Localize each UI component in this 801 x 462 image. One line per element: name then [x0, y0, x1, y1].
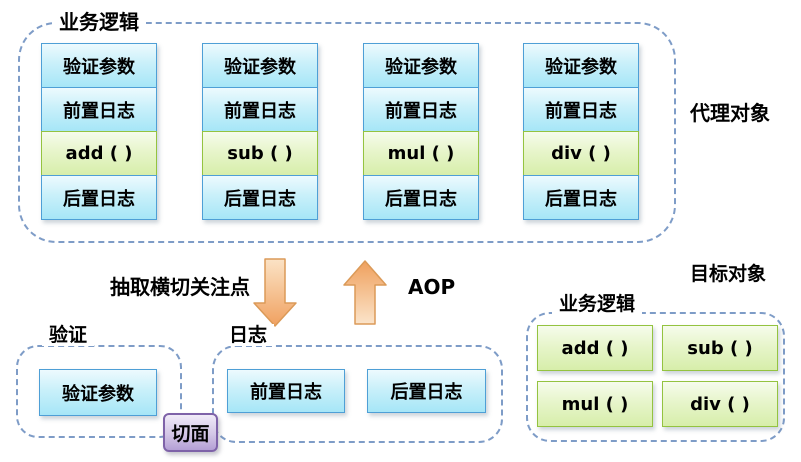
aop-label: AOP [408, 275, 456, 299]
validation-group [16, 345, 182, 438]
proxy-group-label: 业务逻辑 [52, 11, 146, 33]
cell-mul-method: mul ( ) [363, 131, 479, 176]
target-sub-box: sub ( ) [662, 325, 778, 371]
validation-params-box: 验证参数 [39, 369, 157, 416]
proxy-object-group [18, 22, 676, 243]
cell-verify-params: 验证参数 [41, 43, 157, 88]
pre-log-box: 前置日志 [227, 369, 345, 413]
target-mul-box: mul ( ) [537, 381, 653, 427]
cell-pre-log: 前置日志 [363, 87, 479, 132]
target-div-box: div ( ) [662, 381, 778, 427]
cell-post-log: 后置日志 [523, 175, 639, 220]
aspect-badge: 切面 [163, 413, 218, 452]
proxy-column-add: 验证参数 前置日志 add ( ) 后置日志 [41, 43, 157, 220]
cell-pre-log: 前置日志 [41, 87, 157, 132]
proxy-column-mul: 验证参数 前置日志 mul ( ) 后置日志 [363, 43, 479, 220]
logging-group [212, 345, 503, 443]
proxy-column-sub: 验证参数 前置日志 sub ( ) 后置日志 [202, 43, 318, 220]
cell-add-method: add ( ) [41, 131, 157, 176]
cell-verify-params: 验证参数 [523, 43, 639, 88]
up-arrow-icon [343, 260, 387, 325]
target-add-box: add ( ) [537, 325, 653, 371]
cell-div-method: div ( ) [523, 131, 639, 176]
extract-crosscut-label: 抽取横切关注点 [110, 275, 250, 299]
cell-pre-log: 前置日志 [523, 87, 639, 132]
cell-pre-log: 前置日志 [202, 87, 318, 132]
cell-sub-method: sub ( ) [202, 131, 318, 176]
validation-group-label: 验证 [42, 324, 95, 346]
proxy-column-div: 验证参数 前置日志 div ( ) 后置日志 [523, 43, 639, 220]
down-arrow-icon [253, 258, 297, 327]
cell-post-log: 后置日志 [202, 175, 318, 220]
cell-verify-params: 验证参数 [363, 43, 479, 88]
logging-group-label: 日志 [222, 324, 275, 346]
target-object-label: 目标对象 [690, 263, 767, 285]
target-object-group [526, 312, 785, 442]
cell-post-log: 后置日志 [41, 175, 157, 220]
target-group-label: 业务逻辑 [552, 293, 643, 315]
proxy-object-label: 代理对象 [690, 101, 770, 125]
post-log-box: 后置日志 [367, 369, 486, 413]
cell-post-log: 后置日志 [363, 175, 479, 220]
cell-verify-params: 验证参数 [202, 43, 318, 88]
